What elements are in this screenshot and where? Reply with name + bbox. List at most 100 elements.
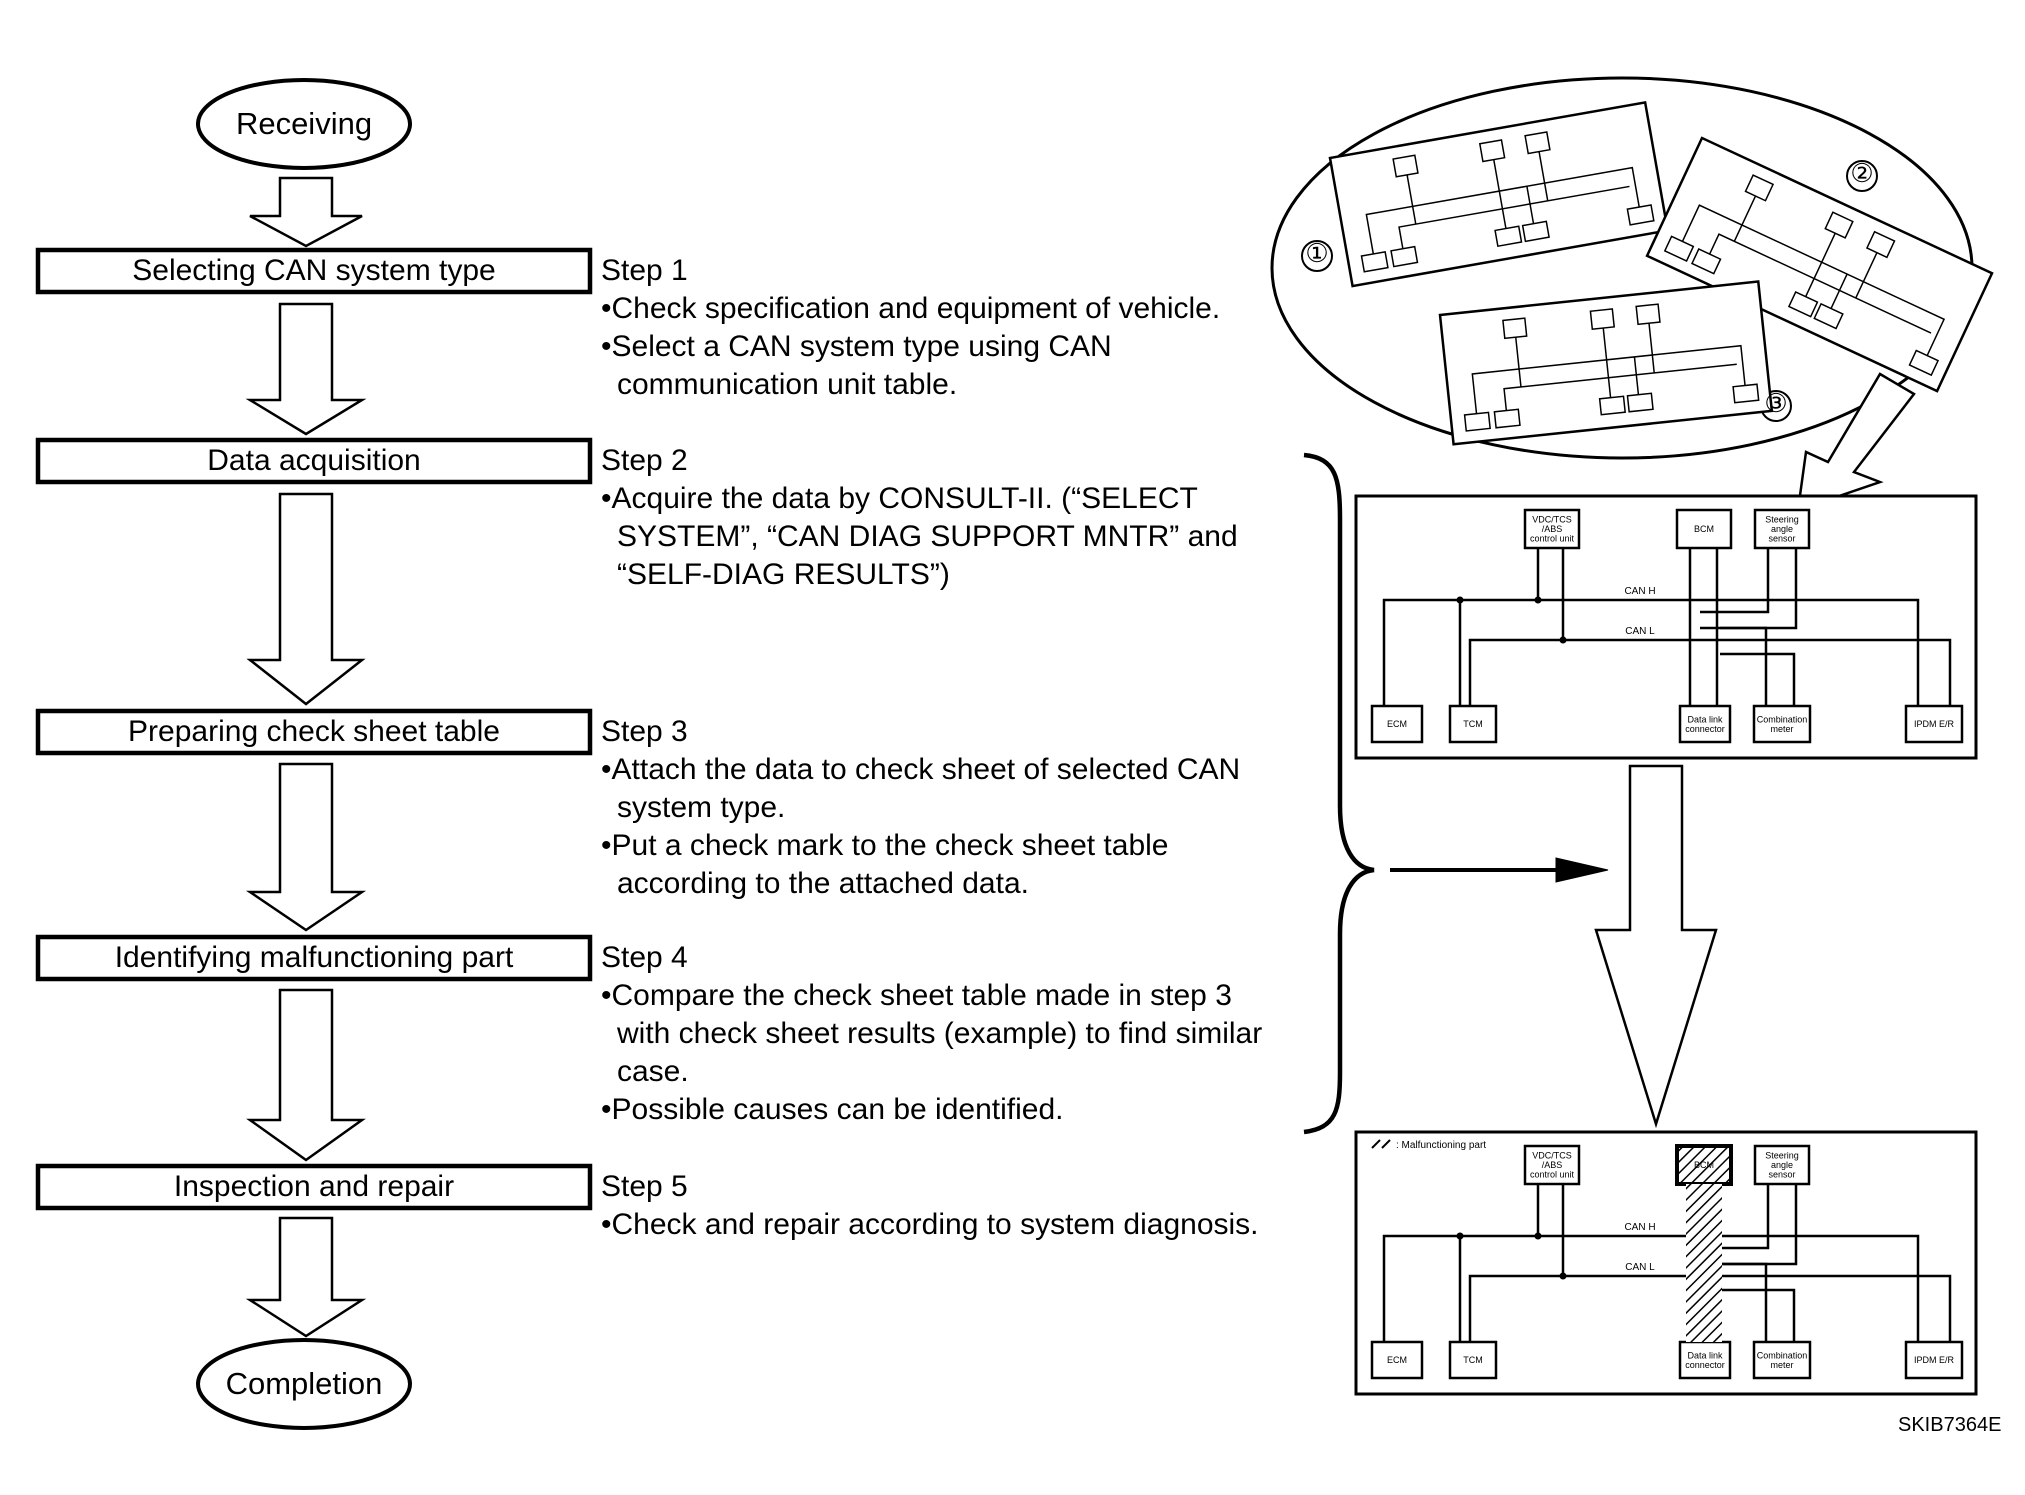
mini-unit [1663, 235, 1695, 263]
mini-unit [1521, 220, 1550, 243]
circle-marker-2 [1846, 160, 1878, 192]
system-type-3-diagram [1438, 280, 1774, 446]
control-unit-ipdm [1904, 1340, 1964, 1380]
flowchart-shapes [35, 78, 593, 1430]
bullet: • [601, 1093, 612, 1126]
system-type-1-diagram [1328, 100, 1670, 288]
mini-can-l [1398, 185, 1630, 249]
mini-unit [1494, 225, 1523, 248]
unit-label-vdc: control unit [1530, 1170, 1575, 1180]
can-l-label: CAN L [1625, 626, 1655, 637]
junction-dot [1534, 596, 1542, 604]
step-line: with check sheet results (example) to fi… [601, 1015, 1262, 1053]
junction-dot [1534, 1232, 1542, 1240]
branch-line [1700, 626, 1768, 706]
step-line-text: SYSTEM”, “CAN DIAG SUPPORT MNTR” and [617, 520, 1238, 553]
unit-label-tcm: TCM [1463, 1355, 1483, 1365]
malfunction-legend: : Malfunctioning part [1396, 1140, 1486, 1151]
start-terminal-shape [196, 78, 412, 170]
unit-label-dlc: connector [1685, 724, 1725, 734]
junction-dot [1559, 636, 1567, 644]
unit-label-steer: sensor [1768, 1170, 1795, 1180]
down-arrow-icon [246, 988, 366, 1162]
control-unit-tcm [1448, 704, 1498, 744]
can-l-label: CAN L [1625, 1262, 1655, 1273]
step-line: according to the attached data. [601, 865, 1240, 903]
control-unit-vdc [1523, 1144, 1581, 1186]
step-line-text: Put a check mark to the check sheet tabl… [611, 829, 1169, 862]
bullet: • [601, 482, 612, 515]
mini-link [1493, 159, 1507, 229]
step-line: •Select a CAN system type using CAN [601, 328, 1220, 366]
mini-unit [1787, 291, 1819, 318]
branch-line [1720, 1288, 1796, 1342]
step-line: “SELF-DIAG RESULTS”) [601, 556, 1238, 594]
step-line-text: case. [617, 1055, 689, 1088]
mini-unit [1493, 408, 1521, 429]
step-box-shape [35, 1163, 593, 1211]
bullet: • [601, 1208, 612, 1241]
unit-label-vdc: VDC/TCS [1532, 1151, 1572, 1161]
control-unit-ecm [1370, 1340, 1424, 1380]
down-arrow-icon [245, 762, 367, 932]
unit-label-comb: meter [1770, 724, 1793, 734]
junction-dot [1559, 1272, 1567, 1280]
unit-label-steer: angle [1771, 524, 1793, 534]
step-line: •Possible causes can be identified. [601, 1091, 1262, 1129]
bullet: • [601, 292, 612, 325]
mini-unit [1502, 317, 1528, 340]
step-box-shape [35, 437, 593, 485]
control-unit-steer [1753, 1144, 1811, 1186]
mini-unit [1478, 139, 1506, 163]
unit-label-comb: Combination [1757, 1350, 1808, 1360]
unit-label-bcm: BCM [1694, 1160, 1714, 1170]
step-line-text: Select a CAN system type using CAN [611, 330, 1112, 363]
step-line: case. [601, 1053, 1262, 1091]
mini-link [1855, 252, 1878, 299]
unit-label-ecm: ECM [1387, 719, 1407, 729]
step-box-check-sheet: Preparing check sheet table [128, 715, 500, 748]
step-1-description: Step 1 •Check specification and equipmen… [601, 252, 1220, 404]
mini-unit [1744, 174, 1775, 202]
can-h-line [1382, 1234, 1920, 1342]
can-h-label: CAN H [1624, 1222, 1655, 1233]
unit-label-comb: Combination [1757, 714, 1808, 724]
control-unit-steer [1753, 508, 1811, 550]
mini-link [1526, 186, 1535, 224]
control-unit-dlc [1678, 1340, 1732, 1380]
step-line-text: Attach the data to check sheet of select… [611, 753, 1241, 786]
mini-can-l [1708, 233, 1932, 334]
step-line: •Put a check mark to the check sheet tab… [601, 827, 1240, 865]
unit-label-dlc: Data link [1687, 1350, 1723, 1360]
unit-label-ipdm: IPDM E/R [1914, 719, 1955, 729]
malfunction-hatch [1686, 1184, 1722, 1342]
step-heading: Step 1 [601, 254, 688, 287]
bullet: • [601, 829, 612, 862]
mini-unit [1626, 392, 1654, 413]
step-box-shape [35, 934, 593, 982]
big-down-arrow-icon [1594, 764, 1718, 1129]
step-box-identify-part: Identifying malfunctioning part [114, 941, 514, 974]
step-3-description: Step 3 •Attach the data to check sheet o… [601, 713, 1240, 903]
mini-link [1648, 323, 1655, 374]
mini-unit [1824, 211, 1854, 239]
mini-frame [1645, 136, 1994, 393]
step-line-text: Possible causes can be identified. [611, 1093, 1064, 1126]
system-type-label-1: ① [1305, 238, 1329, 268]
step-box-shape [35, 708, 593, 756]
control-unit-bcm [1675, 1144, 1733, 1186]
mini-unit [1360, 250, 1389, 273]
step-line-text: with check sheet results (example) to fi… [617, 1017, 1263, 1050]
bullet: • [601, 753, 612, 786]
legend-hatch-mark [1371, 1139, 1381, 1149]
step-box-inspection-repair: Inspection and repair [173, 1170, 455, 1203]
step-heading: Step 5 [601, 1170, 688, 1203]
step-line-text: “SELF-DIAG RESULTS”) [617, 558, 950, 591]
mini-unit [1524, 131, 1551, 155]
step-box-data-acquisition: Data acquisition [207, 444, 421, 477]
unit-label-comb: meter [1770, 1360, 1793, 1370]
mini-unit [1598, 395, 1626, 416]
can-h-label: CAN H [1624, 586, 1655, 597]
system-type-2-diagram [1645, 136, 1994, 393]
